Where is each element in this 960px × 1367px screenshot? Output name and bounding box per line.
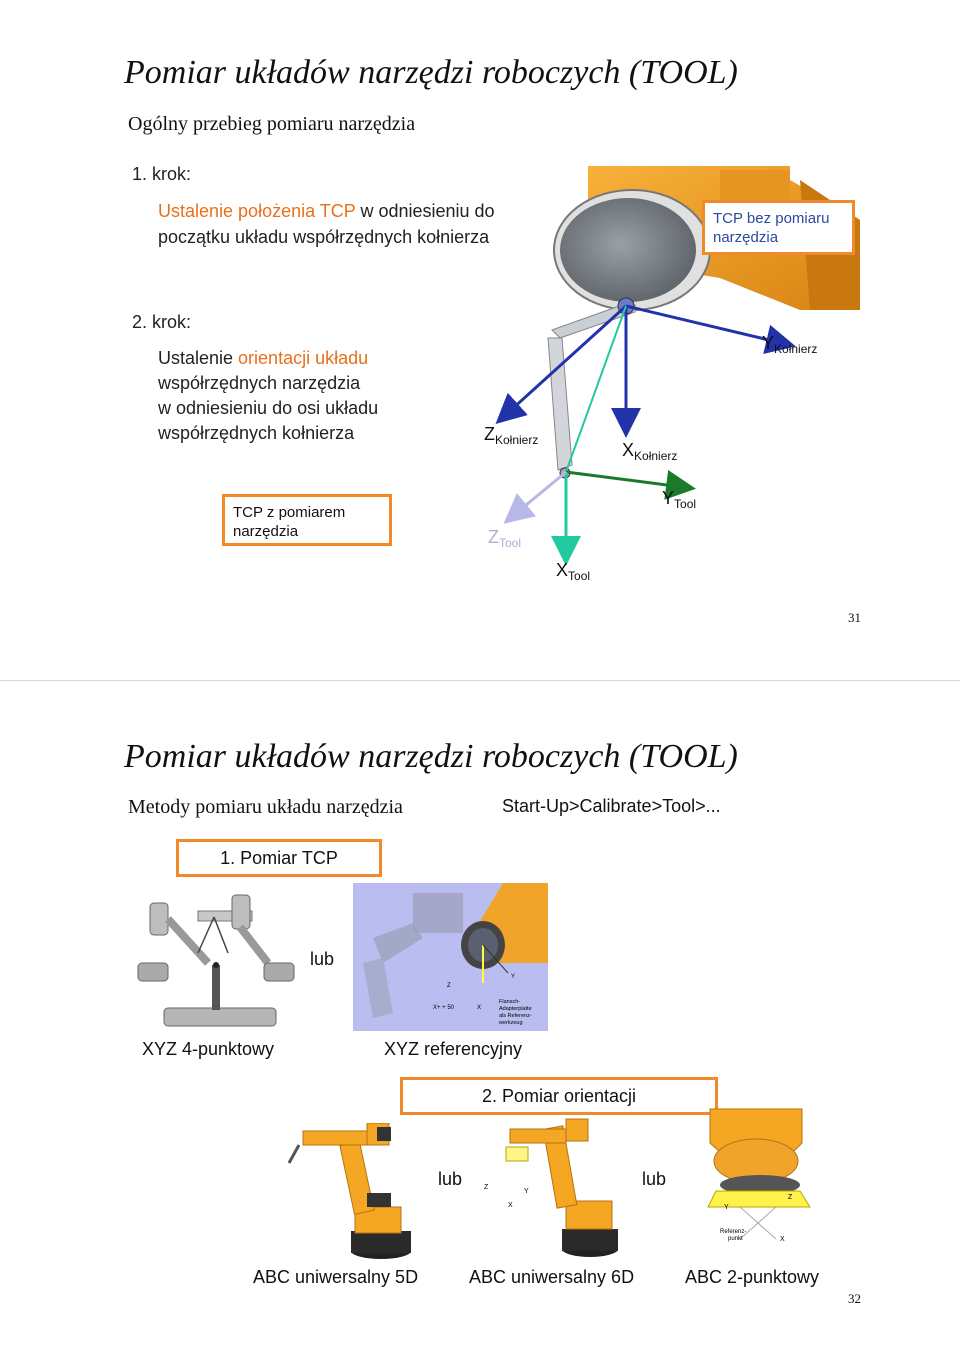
slide-subtitle: Metody pomiaru układu narzędzia — [128, 796, 403, 818]
or-label-2: lub — [438, 1169, 463, 1189]
fig-label-x: X — [508, 1202, 513, 1209]
axis-z-tool: ZTool — [488, 527, 521, 550]
axis-letter: Z — [488, 527, 499, 547]
box-line2: narzędzia — [233, 523, 299, 540]
or-label-1: lub — [310, 949, 335, 969]
step1-highlight: Ustalenie położenia TCP — [158, 201, 356, 221]
axis-z-flange: ZKołnierz — [484, 424, 538, 447]
fig-label-x: X — [780, 1236, 785, 1243]
caption-abc-6d: ABC uniwersalny 6D — [469, 1267, 635, 1287]
measure-orientation-box: 2. Pomiar orientacji — [400, 1077, 718, 1115]
axis-y-flange: YKołnierz — [762, 333, 817, 356]
step2-line2: współrzędnych narzędzia — [158, 373, 361, 393]
fig-label-y: Y — [524, 1188, 529, 1195]
axis-x-flange: XKołnierz — [622, 440, 677, 463]
page-number: 31 — [848, 610, 861, 625]
step2-plain: Ustalenie — [158, 348, 239, 368]
page-number: 32 — [848, 1291, 861, 1306]
fig-label-z: Z — [484, 1184, 489, 1191]
axis-letter: Y — [762, 333, 775, 353]
robot-abc6d: Z Y X — [484, 1118, 618, 1257]
caption-abc-2point: ABC 2-punktowy — [685, 1267, 820, 1287]
step2-line1: Ustalenie orientacji układu — [158, 346, 368, 371]
ref-label-1: Referenz- — [720, 1229, 746, 1235]
flange-label-2: Adapterplatte — [499, 1006, 532, 1012]
axis-letter: Y — [662, 488, 675, 508]
axis-x-tool: XTool — [556, 560, 590, 583]
step1-line1: Ustalenie położenia TCP w odniesieniu do — [158, 199, 495, 224]
tcp-without-measurement-box: TCP bez pomiaru narzędzia — [702, 200, 855, 255]
axis-y-tool: YTool — [662, 488, 696, 511]
robot-abc5d — [287, 1123, 411, 1259]
flange-label-3: als Referenz- — [499, 1013, 532, 1019]
coordinate-axes — [495, 304, 796, 566]
axis-sub: Kołnierz — [774, 342, 818, 356]
slide-31: Pomiar układów narzędzi roboczych (TOOL)… — [0, 0, 960, 681]
fig-label-z: Z — [788, 1194, 793, 1201]
axis-sub: Tool — [568, 569, 591, 583]
axis-sub: Tool — [674, 497, 697, 511]
measure-tcp-box: 1. Pomiar TCP — [176, 839, 382, 877]
reference-robot-screenshot: Z Y X+ + 50 X Flansch- Adapterplatte als… — [353, 883, 548, 1031]
box-line1: TCP z pomiarem — [233, 504, 346, 521]
caption-abc-5d: ABC uniwersalny 5D — [253, 1267, 419, 1287]
slide-32: Pomiar układów narzędzi roboczych (TOOL)… — [0, 683, 960, 1367]
or-label-3: lub — [642, 1169, 667, 1189]
box-line1: TCP bez pomiaru — [713, 210, 830, 227]
ref-label-2: punkt — [728, 1236, 743, 1242]
step1-line2: początku układu współrzędnych kołnierza — [158, 227, 490, 247]
tcp-with-measurement-box: TCP z pomiarem narzędzia — [222, 494, 392, 546]
axis-sub: Tool — [499, 536, 522, 550]
box-line2: narzędzia — [713, 229, 779, 246]
step2-label: 2. krok: — [132, 312, 192, 332]
menu-path: Start-Up>Calibrate>Tool>... — [502, 796, 721, 816]
step1-label: 1. krok: — [132, 164, 192, 184]
caption-xyz-reference: XYZ referencyjny — [384, 1039, 523, 1059]
fig-label-xplus: X+ + 50 — [433, 1005, 455, 1011]
caption-xyz-4point: XYZ 4-punktowy — [142, 1039, 275, 1059]
fig-label-z: Z — [447, 983, 451, 989]
slide-subtitle: Ogólny przebieg pomiaru narzędzia — [128, 113, 416, 135]
robot-abc2point: Y Z X Referenz- punkt — [707, 1108, 811, 1243]
axis-sub: Kołnierz — [634, 449, 678, 463]
flange-label-4: werkzeug — [498, 1020, 523, 1026]
axis-sub: Kołnierz — [495, 433, 539, 447]
fig-label-y: Y — [511, 974, 515, 980]
tcp-4point-fixture — [137, 894, 295, 1027]
slide-title: Pomiar układów narzędzi roboczych (TOOL) — [124, 738, 738, 775]
fig-label-y: Y — [724, 1204, 729, 1211]
axis-letter: Z — [484, 424, 495, 444]
fig-label-x: X — [477, 1005, 481, 1011]
axis-letter: X — [556, 560, 569, 580]
flange-label-1: Flansch- — [499, 999, 520, 1005]
step2-highlight1: orientacji układu — [238, 348, 369, 368]
step2-line3: w odniesieniu do osi układu — [158, 398, 379, 418]
slide-title: Pomiar układów narzędzi roboczych (TOOL) — [124, 54, 738, 91]
axis-letter: X — [622, 440, 635, 460]
step1-line1-rest: w odniesieniu do — [355, 201, 495, 221]
step2-line4: współrzędnych kołnierza — [158, 423, 355, 443]
